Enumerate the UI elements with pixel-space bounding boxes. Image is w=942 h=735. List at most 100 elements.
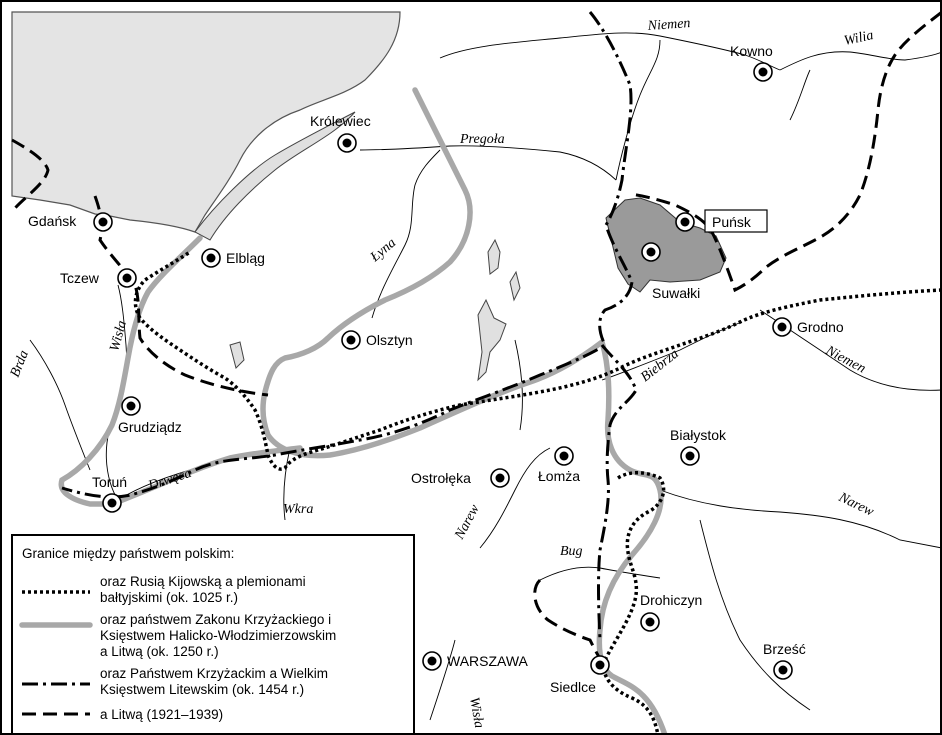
border-1454-east — [597, 344, 638, 641]
city-elblag: Elbląg — [201, 248, 265, 268]
legend-heading: Granice między państwem polskim: — [22, 546, 234, 561]
city-label: WARSZAWA — [447, 653, 529, 669]
city-marker-dot — [495, 473, 505, 483]
city-grudziadz: Grudziądz — [118, 396, 182, 435]
river-wisla-south — [429, 639, 456, 721]
border-1921-pomerania — [93, 195, 269, 397]
city-drohiczyn: Drohiczyn — [640, 592, 702, 632]
legend-item-1454-line2: Księstwem Litewskim (ok. 1454 r.) — [100, 682, 304, 697]
river-label-wisla-south: Wisła — [466, 696, 486, 729]
city-label: Tczew — [60, 270, 100, 286]
border-1921 — [629, 10, 942, 293]
lake — [229, 341, 245, 369]
river-label-pregola: Pregoła — [459, 132, 505, 147]
river-pregola-trib — [615, 39, 661, 181]
legend-item-1921-line1: a Litwą (1921–1939) — [100, 707, 223, 722]
city-label: Toruń — [92, 474, 127, 490]
city-siedlce: Siedlce — [550, 655, 610, 695]
river-pregola — [359, 145, 617, 181]
river-label-drweca: Drwęca — [146, 466, 194, 494]
city-kowno: Kowno — [730, 43, 773, 82]
city-marker-dot — [427, 656, 437, 666]
river-label-niemen-top: Niemen — [646, 16, 691, 34]
river-label-wilia: Wilia — [843, 28, 875, 49]
city-label: Grudziądz — [118, 419, 182, 435]
city-marker-dot — [342, 138, 352, 148]
border-1250 — [260, 87, 668, 735]
city-tczew: Tczew — [60, 268, 137, 288]
city-label: Gdańsk — [28, 213, 77, 229]
river-misc-2 — [699, 519, 811, 711]
river-label-brda: Brda — [8, 348, 32, 379]
city-ostroleka: Ostrołęka — [411, 468, 510, 488]
river-misc-3 — [789, 69, 811, 121]
river-narew — [479, 447, 551, 549]
city-marker-dot — [206, 253, 216, 263]
legend-item-1025-line1: oraz Rusią Kijowską a plemionami — [100, 574, 306, 589]
river-narew-east — [659, 489, 942, 549]
border-1921-south — [533, 578, 607, 667]
city-label: Siedlce — [550, 679, 596, 695]
river-wkra — [283, 447, 291, 521]
city-label: Puńsk — [712, 214, 752, 230]
river-label-biebrza: Biebrza — [638, 347, 682, 386]
city-torun: Toruń — [92, 474, 127, 513]
river-label-narew-east: Narew — [835, 490, 876, 520]
border-1025-south — [602, 471, 666, 735]
legend-item-1250-line2: Księstwem Halicko-Włodzimierzowskim — [100, 628, 336, 643]
legend: Granice między państwem polskim: oraz Ru… — [11, 534, 415, 735]
baltic-sea — [11, 11, 401, 233]
lake — [477, 298, 507, 382]
punsk-sejny-region — [605, 197, 727, 293]
city-label: Białystok — [670, 427, 727, 443]
border-1921-west — [10, 138, 50, 213]
city-marker-dot — [758, 67, 768, 77]
city-marker-dot — [98, 217, 108, 227]
city-label: Olsztyn — [366, 332, 413, 348]
city-lomza: Łomża — [538, 446, 580, 484]
river-label-niemen-east: Niemen — [822, 343, 868, 377]
city-marker-dot — [778, 665, 788, 675]
lake — [509, 270, 521, 302]
city-label: Brześć — [763, 641, 806, 657]
city-suwalki: Suwałki — [652, 285, 700, 301]
city-warszawa: WARSZAWA — [422, 651, 529, 671]
city-marker-dot — [595, 660, 605, 670]
city-krolewiec: Królewiec — [310, 113, 371, 153]
city-gdansk: Gdańsk — [28, 212, 113, 232]
legend-item-1454-line1: oraz Państwem Krzyżackim a Wielkim — [100, 666, 328, 681]
city-marker-dot — [646, 247, 656, 257]
city-sejny — [641, 242, 661, 262]
city-marker-dot — [680, 217, 690, 227]
river-niemen-top — [439, 32, 781, 71]
city-marker-dot — [777, 322, 787, 332]
river-wilia — [779, 51, 942, 71]
city-label: Suwałki — [652, 285, 700, 301]
city-marker-dot — [685, 451, 695, 461]
city-marker-dot — [122, 273, 132, 283]
city-marker-dot — [107, 498, 117, 508]
river-lyna — [371, 149, 441, 319]
city-marker-dot — [346, 335, 356, 345]
city-marker-dot — [645, 617, 655, 627]
city-label: Królewiec — [310, 113, 371, 129]
legend-item-1250-line1: oraz państwem Zakonu Krzyżackiego i — [100, 612, 331, 627]
city-grodno: Grodno — [772, 317, 844, 337]
border-1454 — [61, 11, 634, 499]
city-label: Elbląg — [226, 250, 265, 266]
city-marker-dot — [559, 451, 569, 461]
legend-item-1250-line3: a Litwą (ok. 1250 r.) — [100, 644, 219, 659]
city-bialystok: Białystok — [670, 427, 727, 466]
city-label: Grodno — [797, 319, 844, 335]
city-label: Drohiczyn — [640, 592, 702, 608]
river-label-lyna: Łyna — [367, 236, 399, 266]
river-label-narew-west: Narew — [452, 502, 483, 543]
river-label-wkra: Wkra — [283, 502, 313, 517]
city-label: Łomża — [538, 468, 580, 484]
river-brda — [29, 339, 91, 471]
city-brzesc: Brześć — [763, 641, 806, 680]
